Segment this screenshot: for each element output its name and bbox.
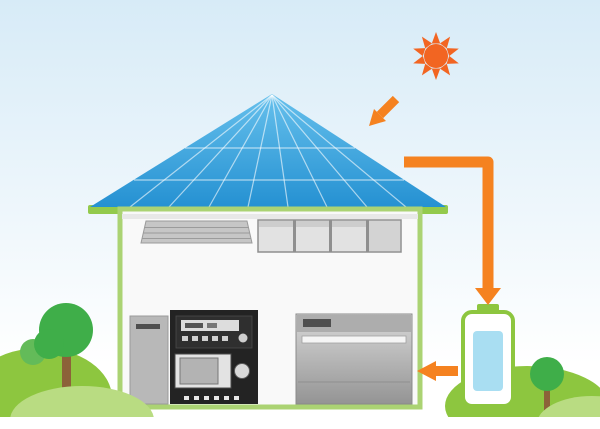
cabinet-body bbox=[129, 315, 169, 405]
arrow-head bbox=[417, 361, 436, 381]
bottom-button bbox=[234, 396, 239, 400]
hood-body bbox=[140, 220, 253, 244]
tree-left-foliage bbox=[34, 329, 64, 359]
roof-to-battery-arrow-icon bbox=[404, 156, 501, 305]
oven-stack bbox=[170, 310, 258, 404]
tree-right-trunk bbox=[544, 384, 550, 412]
panel-button bbox=[212, 336, 218, 341]
microwave-window bbox=[179, 357, 219, 385]
window-divider bbox=[366, 220, 369, 252]
display-segment bbox=[207, 323, 217, 328]
window-divider bbox=[329, 220, 332, 252]
display-segment bbox=[185, 323, 203, 328]
sun-ray bbox=[439, 63, 451, 76]
window-pane-dark bbox=[369, 221, 400, 251]
sun-rays bbox=[413, 32, 459, 80]
grid-line bbox=[271, 94, 289, 208]
bottom-button bbox=[194, 396, 199, 400]
solar-grid-lines bbox=[129, 94, 407, 208]
grid-line bbox=[168, 94, 273, 208]
house bbox=[117, 206, 423, 410]
eave-shadow bbox=[122, 214, 418, 219]
grid-line bbox=[208, 94, 273, 208]
storage-battery bbox=[461, 304, 515, 408]
sun-ray bbox=[421, 36, 433, 49]
panel-button bbox=[202, 336, 208, 341]
tree-right-foliage bbox=[530, 357, 564, 391]
battery-to-appliance-arrow-icon bbox=[417, 361, 458, 381]
battery-charge-level bbox=[473, 331, 503, 391]
sunlight-arrow-icon bbox=[369, 95, 400, 126]
sun-ray bbox=[431, 68, 441, 80]
grid-line bbox=[271, 94, 407, 208]
cabinet-handle bbox=[136, 324, 160, 329]
grid-line bbox=[247, 94, 273, 208]
sun-ray bbox=[413, 55, 426, 64]
grid-line bbox=[271, 94, 368, 208]
sun-core bbox=[424, 44, 448, 68]
sun-ray bbox=[439, 36, 451, 49]
dishwasher bbox=[295, 313, 413, 405]
bottom-button bbox=[214, 396, 219, 400]
bottom-button bbox=[224, 396, 229, 400]
bottom-button bbox=[184, 396, 189, 400]
upper-floor-windows bbox=[257, 219, 402, 253]
roof-panel-surface bbox=[90, 94, 446, 207]
arrow-head bbox=[369, 109, 386, 126]
panel-button bbox=[222, 336, 228, 341]
oven-dial bbox=[234, 363, 250, 379]
panel-knob bbox=[238, 333, 248, 343]
ground-strip bbox=[0, 417, 600, 429]
arrow-shaft bbox=[376, 95, 400, 119]
sun-ray bbox=[431, 32, 441, 44]
bottom-button bbox=[204, 396, 209, 400]
sun-ray bbox=[421, 63, 433, 76]
grid-line bbox=[129, 94, 273, 208]
window-divider bbox=[293, 220, 296, 252]
solar-panel-roof bbox=[90, 94, 446, 208]
arrow-head bbox=[475, 288, 501, 305]
kitchen-cabinet bbox=[129, 315, 169, 405]
panel-button bbox=[192, 336, 198, 341]
arrow-shaft bbox=[404, 156, 494, 290]
sun-ray bbox=[446, 55, 459, 64]
grid-line bbox=[271, 94, 328, 208]
panel-button bbox=[182, 336, 188, 341]
vent-hood bbox=[140, 220, 253, 244]
dishwasher-slot bbox=[301, 335, 407, 344]
dishwasher-handle bbox=[303, 319, 331, 327]
sun-ray bbox=[446, 48, 459, 57]
sun-ray bbox=[413, 48, 426, 57]
sun-icon bbox=[413, 32, 459, 80]
